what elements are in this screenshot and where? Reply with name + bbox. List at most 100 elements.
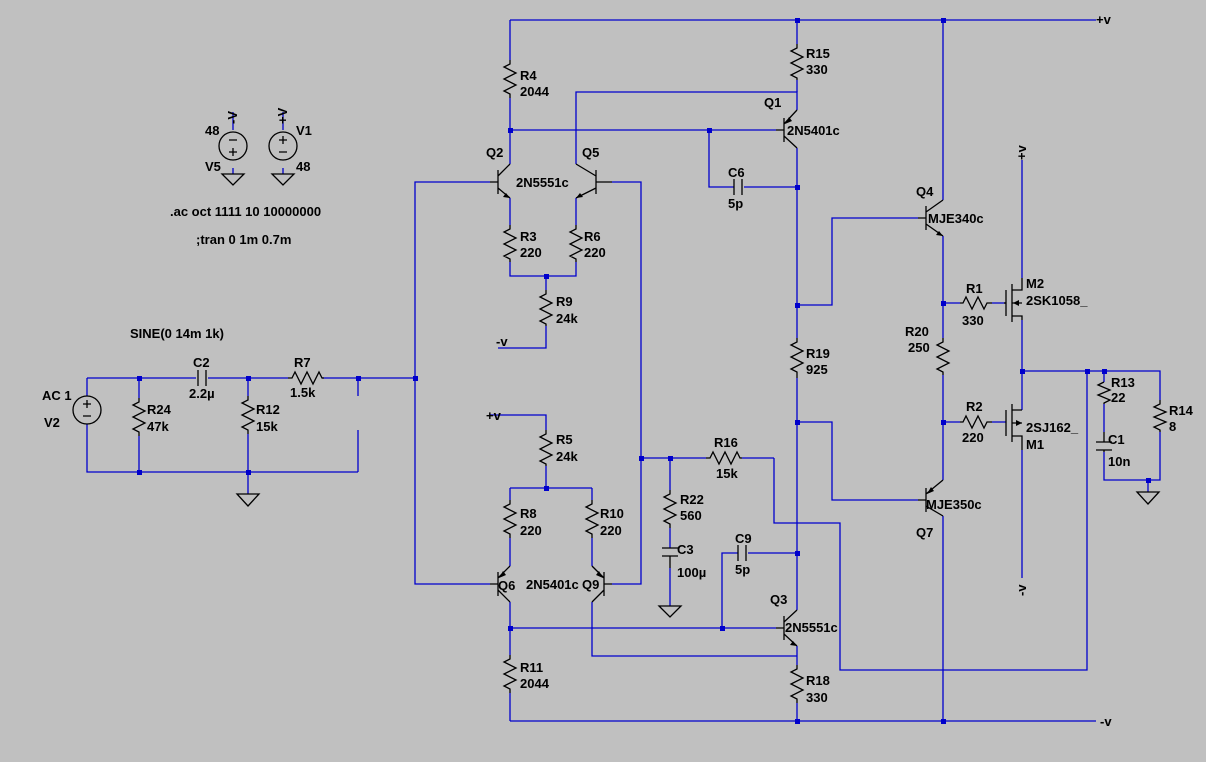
source-v5[interactable] [218, 131, 248, 161]
r8-value: 220 [520, 523, 542, 538]
c1-name: C1 [1108, 432, 1125, 447]
r18-name: R18 [806, 673, 830, 688]
r16-name: R16 [714, 435, 738, 450]
r14-name: R14 [1169, 403, 1194, 418]
r19-value: 925 [806, 362, 828, 377]
resistor-r14[interactable] [1152, 400, 1168, 432]
source-v2-ac: AC 1 [42, 388, 72, 403]
resistor-r4[interactable] [502, 60, 518, 98]
c1-value: 10n [1108, 454, 1130, 469]
source-v2-sine: SINE(0 14m 1k) [130, 326, 224, 341]
ground-icon [657, 605, 683, 618]
c9-name: C9 [735, 531, 752, 546]
source-v1[interactable] [268, 131, 298, 161]
r19-name: R19 [806, 346, 830, 361]
resistor-symbols [131, 44, 1168, 703]
r13-name: R13 [1111, 375, 1135, 390]
directive-ac: .ac oct 1111 10 10000000 [170, 204, 321, 219]
transistor-q6[interactable] [490, 565, 511, 603]
r7-name: R7 [294, 355, 311, 370]
r5-name: R5 [556, 432, 573, 447]
r20-name: R20 [905, 324, 929, 339]
r22-name: R22 [680, 492, 704, 507]
m2-name: M2 [1026, 276, 1044, 291]
q9-name: Q9 [582, 577, 599, 592]
r5-value: 24k [556, 449, 578, 464]
resistor-r13[interactable] [1096, 381, 1112, 404]
r2-value: 220 [962, 430, 984, 445]
ground-icon [220, 173, 246, 186]
ground-icon [1135, 491, 1161, 505]
q6-model: 2N5401c [526, 577, 579, 592]
q5-name: Q5 [582, 145, 599, 160]
q4-model: MJE340c [928, 211, 984, 226]
resistor-r9[interactable] [538, 290, 554, 326]
source-v1-value: 48 [296, 159, 310, 174]
net-label-vpos-r5: +v [486, 408, 502, 423]
r4-name: R4 [520, 68, 537, 83]
resistor-r20[interactable] [935, 338, 951, 375]
resistor-r10[interactable] [584, 500, 600, 538]
resistor-r22[interactable] [662, 490, 678, 528]
wires [86, 19, 1161, 722]
source-v5-net: -V [225, 111, 240, 124]
q3-model: 2N5551c [785, 620, 838, 635]
r11-name: R11 [520, 660, 543, 675]
transistor-q4[interactable] [918, 199, 944, 237]
junction-dots [137, 18, 1151, 724]
ground-icon [235, 493, 261, 507]
resistor-r2[interactable] [960, 414, 992, 430]
r12-value: 15k [256, 419, 278, 434]
m1-model: 2SJ162_ [1026, 420, 1079, 435]
m2-model: 2SK1058_ [1026, 293, 1088, 308]
resistor-r24[interactable] [131, 398, 147, 436]
source-v2-name: V2 [44, 415, 60, 430]
capacitor-c2[interactable] [197, 370, 207, 386]
capacitor-c6[interactable] [733, 179, 743, 195]
m1-name: M1 [1026, 437, 1044, 452]
resistor-r15[interactable] [789, 44, 805, 80]
r11-value: 2044 [520, 676, 550, 691]
net-label-vneg-bottom: -v [1100, 714, 1112, 729]
resistor-r5[interactable] [538, 430, 554, 466]
r10-value: 220 [600, 523, 622, 538]
source-v5-value: 48 [205, 123, 219, 138]
c2-name: C2 [193, 355, 210, 370]
mosfet-m2[interactable] [1004, 278, 1023, 322]
q1-name: Q1 [764, 95, 781, 110]
resistor-r19[interactable] [789, 338, 805, 378]
transistor-q5[interactable] [575, 163, 612, 199]
source-v2[interactable] [72, 395, 102, 425]
resistor-r3[interactable] [502, 225, 518, 262]
resistor-r16[interactable] [706, 450, 742, 466]
q7-model: MJE350c [926, 497, 982, 512]
transistor-q7[interactable] [918, 479, 944, 517]
resistor-r18[interactable] [789, 665, 805, 703]
c6-name: C6 [728, 165, 745, 180]
resistor-r11[interactable] [502, 655, 518, 693]
q2-name: Q2 [486, 145, 503, 160]
source-v1-name: V1 [296, 123, 312, 138]
resistor-r1[interactable] [960, 295, 992, 311]
resistor-r6[interactable] [568, 225, 584, 262]
capacitor-c9[interactable] [737, 545, 747, 561]
bjt-symbols [490, 109, 944, 647]
resistor-r12[interactable] [240, 396, 256, 434]
c6-value: 5p [728, 196, 743, 211]
r18-value: 330 [806, 690, 828, 705]
ground-symbols [220, 173, 1161, 618]
q7-name: Q7 [916, 525, 933, 540]
resistor-r7[interactable] [288, 370, 324, 386]
resistor-r8[interactable] [502, 500, 518, 538]
r7-value: 1.5k [290, 385, 316, 400]
transistor-q3[interactable] [776, 609, 798, 647]
transistor-q9[interactable] [591, 565, 612, 603]
capacitor-c1[interactable] [1096, 432, 1112, 452]
r1-name: R1 [966, 281, 983, 296]
transistor-q1[interactable] [776, 109, 798, 149]
r2-name: R2 [966, 399, 983, 414]
r10-name: R10 [600, 506, 624, 521]
mosfet-m1[interactable] [1005, 404, 1023, 450]
transistor-q2[interactable] [490, 163, 511, 199]
capacitor-c3[interactable] [662, 547, 678, 568]
